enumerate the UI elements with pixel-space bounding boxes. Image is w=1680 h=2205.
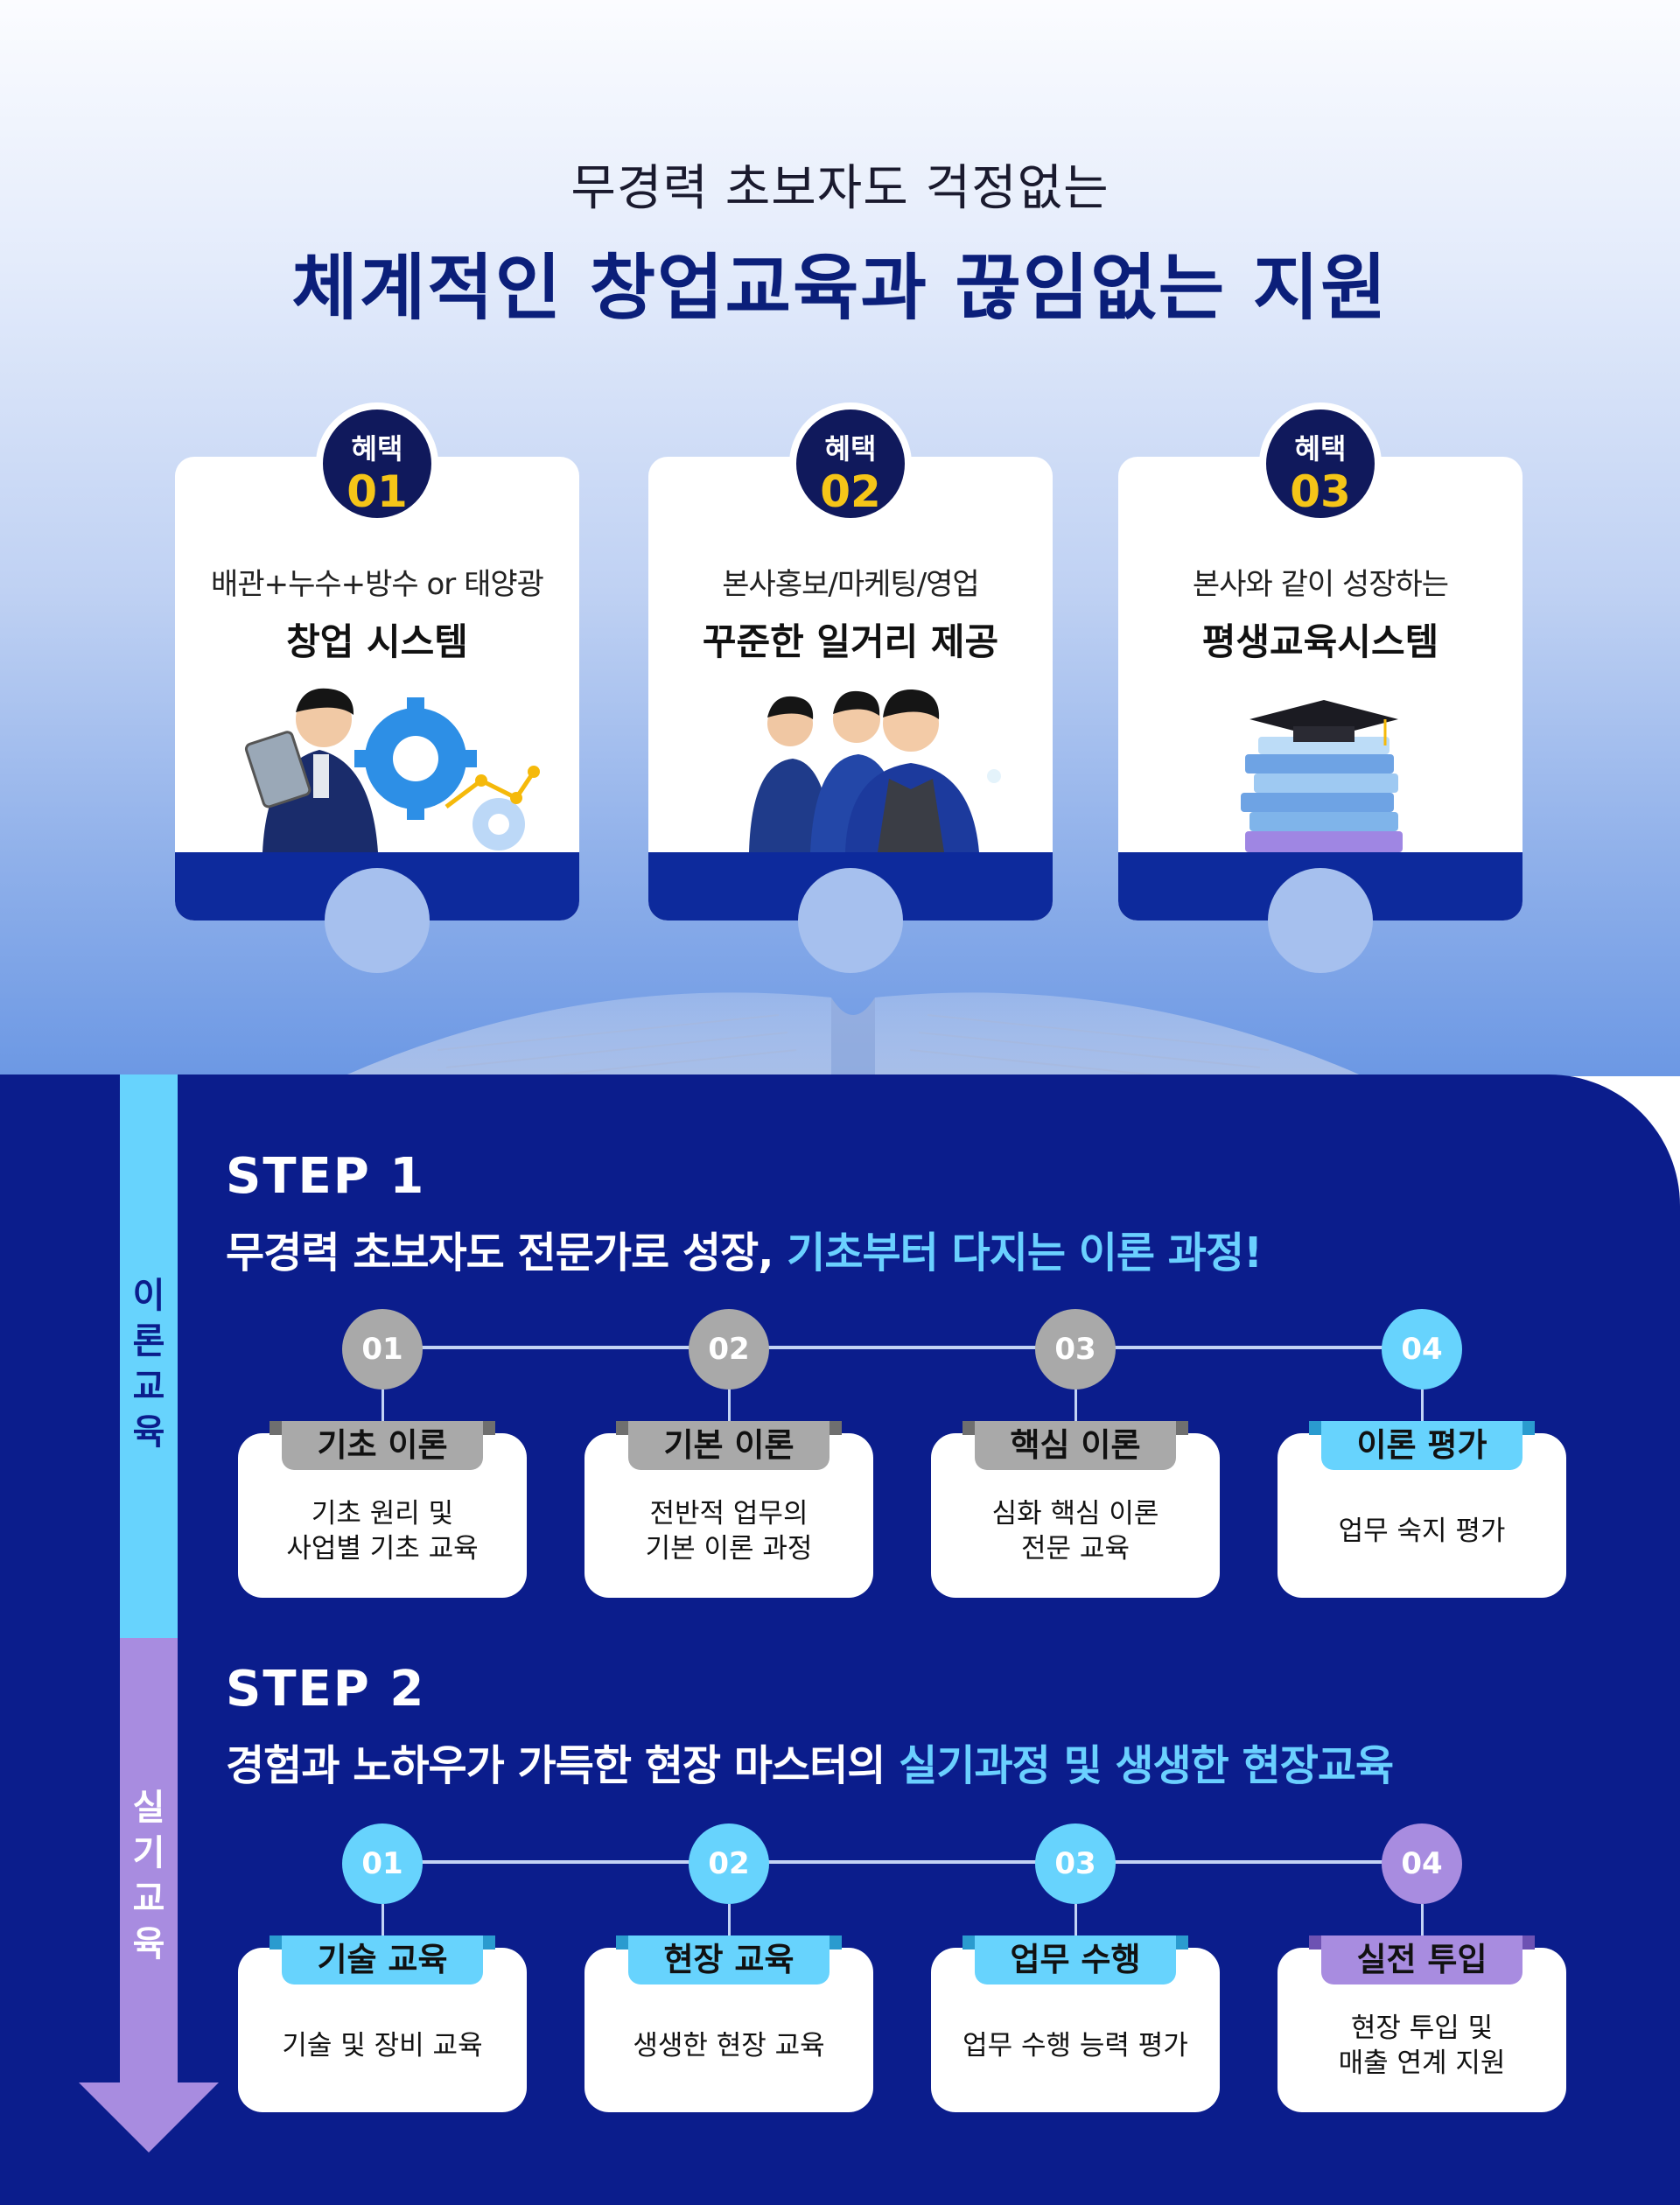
badge-number: 01 [346, 466, 408, 517]
tag-fold [1309, 1421, 1321, 1435]
benefit-line2: 꾸준한 일거리 제공 [702, 620, 999, 663]
step-detail-text: 기술 및 장비 교육 [282, 2030, 483, 2062]
benefit-card-3: 혜택 03 본사와 같이 성장하는 평생교육시스템 [1118, 402, 1522, 973]
step1-timeline [383, 1346, 1424, 1349]
badge-label: 혜택 [824, 432, 877, 466]
step1-description: 무경력 초보자도 전문가로 성장, 기초부터 다지는 이론 과정! [226, 1218, 1263, 1279]
step-detail-text: 매출 연계 지원 [1338, 2048, 1506, 2079]
open-book-icon [343, 992, 1363, 1076]
tag-fold [483, 1421, 495, 1435]
theory-bar [120, 1074, 178, 1638]
header-subtitle: 무경력 초보자도 걱정없는 [570, 160, 1110, 217]
step-connector [1074, 1904, 1077, 1936]
benefit-badge: 혜택 01 [316, 402, 438, 525]
step-detail-text: 생생한 현장 교육 [633, 2030, 825, 2062]
step-number-node: 02 [689, 1824, 769, 1904]
benefit-line1: 본사홍보/마케팅/영업 [722, 567, 979, 602]
step-number-node: 03 [1035, 1309, 1116, 1390]
step-number-node: 04 [1382, 1824, 1462, 1904]
theory-label-text: 이론교육 [132, 1276, 165, 1452]
step-connector [382, 1904, 384, 1936]
step-number-node: 03 [1035, 1824, 1116, 1904]
badge-number: 02 [820, 466, 881, 517]
tag-fold [483, 1936, 495, 1950]
three-workers-icon [749, 689, 1001, 852]
step-title-tag: 업무 수행 [975, 1936, 1176, 1984]
benefit-badge: 혜택 02 [789, 402, 912, 525]
benefit-line1: 배관+누수+방수 or 태양광 [211, 567, 544, 602]
step-connector [728, 1904, 731, 1936]
step2-desc-highlight: 실기과정 및 생생한 현장교육 [899, 1741, 1394, 1790]
tag-fold [270, 1421, 282, 1435]
benefit-card-1: 혜택 01 배관+누수+방수 or 태양광 창업 시스템 [175, 402, 579, 973]
tag-fold [1176, 1421, 1188, 1435]
tag-fold [830, 1421, 842, 1435]
practice-bar [120, 1638, 178, 2093]
badge-number: 03 [1290, 466, 1351, 517]
step-number-node: 01 [342, 1824, 423, 1904]
step-connector [382, 1390, 384, 1421]
step-title-tag: 기초 이론 [282, 1421, 483, 1470]
badge-label: 혜택 [1294, 432, 1347, 466]
step-connector [1421, 1904, 1424, 1936]
step1-desc-plain: 무경력 초보자도 전문가로 성장, [226, 1228, 788, 1278]
card-notch [798, 868, 903, 973]
tag-fold [616, 1421, 628, 1435]
tag-fold [1522, 1936, 1535, 1950]
step-title-tag: 실전 투입 [1321, 1936, 1522, 1984]
step-number-node: 04 [1382, 1309, 1462, 1390]
tag-fold [616, 1936, 628, 1950]
benefit-badge: 혜택 03 [1259, 402, 1382, 525]
practice-label-text: 실기교육 [132, 1788, 165, 1964]
step2-label: STEP 2 [226, 1661, 426, 1718]
step-detail-text: 심화 핵심 이론 [991, 1498, 1159, 1530]
step-number-node: 02 [689, 1309, 769, 1390]
step2-timeline [383, 1860, 1424, 1864]
step-title-tag: 이론 평가 [1321, 1421, 1522, 1470]
benefit-line2: 창업 시스템 [286, 620, 468, 663]
benefit-line1: 본사와 같이 성장하는 [1192, 567, 1449, 602]
step-detail-text: 업무 수행 능력 평가 [962, 2030, 1188, 2062]
step-connector [1074, 1390, 1077, 1421]
step-detail-text: 업무 숙지 평가 [1338, 1516, 1506, 1547]
step-detail-text: 현장 투입 및 [1350, 2012, 1494, 2044]
step1-label: STEP 1 [226, 1148, 426, 1205]
step-connector [1421, 1390, 1424, 1421]
tag-fold [962, 1421, 975, 1435]
step1-desc-highlight: 기초부터 다지는 이론 과정! [787, 1228, 1263, 1278]
step2-desc-plain: 경험과 노하우가 가득한 현장 마스터의 [226, 1741, 900, 1790]
step-connector [728, 1390, 731, 1421]
books-graduation-cap-icon [1241, 700, 1403, 852]
tag-fold [1309, 1936, 1321, 1950]
practice-label: 실기교육 [120, 1785, 178, 1967]
step-number-node: 01 [342, 1309, 423, 1390]
benefit-line2: 평생교육시스템 [1201, 620, 1439, 663]
step-title-tag: 현장 교육 [628, 1936, 830, 1984]
card-notch [325, 868, 430, 973]
step-title-tag: 핵심 이론 [975, 1421, 1176, 1470]
step-detail-text: 전반적 업무의 [649, 1498, 808, 1530]
step-detail-text: 전문 교육 [1021, 1533, 1130, 1564]
card-notch [1268, 868, 1373, 973]
tag-fold [1522, 1421, 1535, 1435]
top-section: 무경력 초보자도 걱정없는 체계적인 창업교육과 끊임없는 지원 혜택 01 배… [0, 0, 1680, 1076]
tag-fold [962, 1936, 975, 1950]
step-detail-text: 사업별 기초 교육 [286, 1533, 479, 1564]
step-title-tag: 기본 이론 [628, 1421, 830, 1470]
step-detail-text: 기초 원리 및 [311, 1498, 454, 1530]
arrow-down-icon [79, 2082, 219, 2152]
tag-fold [1176, 1936, 1188, 1950]
step-title-tag: 기술 교육 [282, 1936, 483, 1984]
tag-fold [270, 1936, 282, 1950]
benefit-card-2: 혜택 02 본사홍보/마케팅/영업 꾸준한 일거리 제공 [648, 402, 1053, 973]
step-detail-text: 기본 이론 과정 [645, 1533, 813, 1564]
header-title: 체계적인 창업교육과 끊임없는 지원 [291, 247, 1389, 330]
step2-description: 경험과 노하우가 가득한 현장 마스터의 실기과정 및 생생한 현장교육 [226, 1731, 1394, 1792]
badge-label: 혜택 [351, 432, 403, 466]
tag-fold [830, 1936, 842, 1950]
theory-label: 이론교육 [120, 1273, 178, 1455]
worker-tablet-icon [244, 688, 540, 852]
